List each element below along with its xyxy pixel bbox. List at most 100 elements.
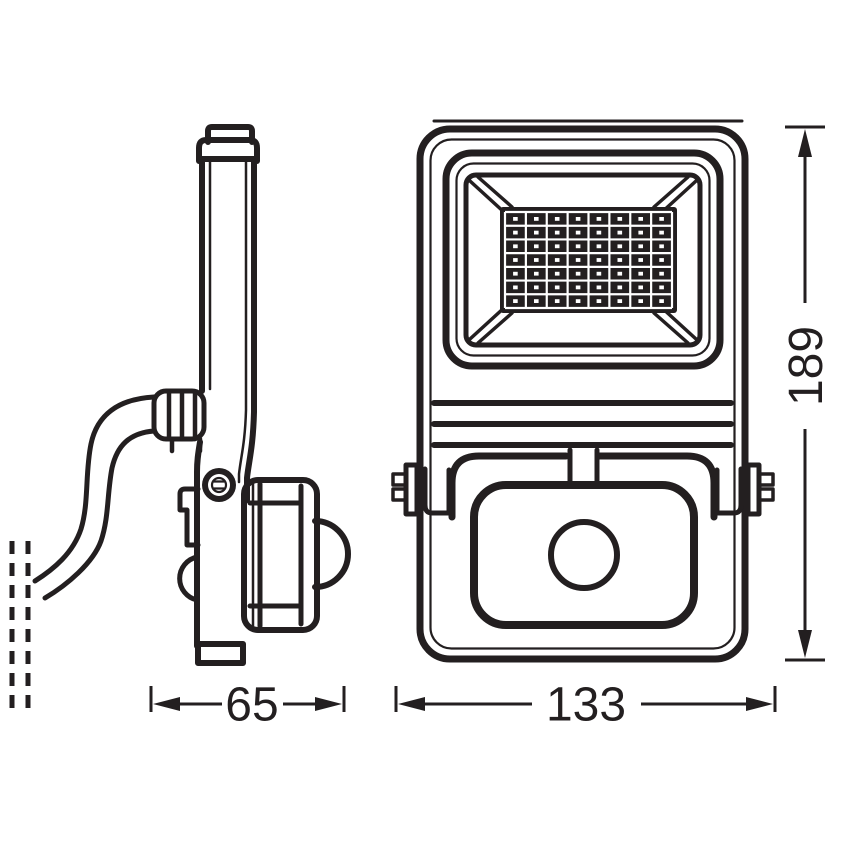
sensor-dome-side [312,518,351,590]
led-chip [659,244,664,249]
led-chip [534,258,539,262]
led-chip [554,230,560,235]
led-chip [513,230,518,235]
led-chip [513,217,518,221]
led-chip [659,271,664,276]
led-chip [638,299,643,303]
led-chip [659,299,664,303]
side-view [9,124,351,714]
led-chip [575,230,581,235]
led-chip [596,217,602,221]
led-chip [554,244,560,249]
body-outline [416,125,749,663]
sensor-face [470,481,698,629]
sensor-stem [567,447,600,488]
led-chip [638,258,643,262]
led-chip [659,258,664,262]
led-chip [534,271,539,276]
hinge-dome-left [177,554,200,603]
cable-gland-ribs [166,390,203,454]
arrow-left [153,697,180,711]
led-chip [554,258,560,262]
arrow-right [746,697,773,711]
pivot-screw [202,468,236,502]
sensor-housing-side-lines [247,481,304,629]
led-chip [534,244,539,249]
cable-gland [151,388,207,442]
side-lamp-inner-lines [208,159,248,484]
led-chip [575,244,581,249]
led-chip [575,271,581,276]
reflector-corner-diagonals [468,175,698,345]
led-chip [534,299,539,303]
led-chip [513,299,518,303]
led-chip [596,230,602,235]
led-chip [638,230,643,235]
led-chip [534,230,539,235]
led-chip [596,285,602,290]
power-cable [32,394,157,601]
led-chip [659,230,664,235]
led-chip [554,217,560,221]
body-outline-inner [429,138,736,650]
ear-screws [391,472,775,502]
led-chip [617,299,623,303]
head-frame [442,149,724,370]
arrow-down [798,630,812,658]
sensor-bracket [448,452,718,521]
led-chip [638,285,643,290]
bracket-foot [195,641,246,666]
mounting-ears [403,462,762,517]
wall-bracket-plate [177,486,201,548]
led-chip [596,271,602,276]
dimension-side-depth: 65 [149,679,346,732]
led-chip [659,217,664,221]
reflector-frame [463,172,703,348]
dimension-value-side-depth: 65 [225,679,278,732]
led-chip [575,217,581,221]
dimension-lines [149,686,346,712]
led-chip [617,244,623,249]
led-chip [638,244,643,249]
arrow-up [798,129,812,157]
dimension-front-height: 189 [780,125,833,662]
sensor-housing-side [241,477,320,633]
pivot-screw-slot [212,480,226,490]
led-chip [617,217,623,221]
led-chip [534,285,539,290]
arrow-right [315,697,342,711]
led-chip [554,271,560,276]
dimension-value-front-height: 189 [780,326,833,406]
led-chip [659,285,664,290]
led-chip [596,299,602,303]
heatsink-fins [431,400,734,448]
led-chip [554,299,560,303]
pir-lens [548,519,620,591]
led-chip [513,244,518,249]
led-chip [575,299,581,303]
head-frame-inner [455,162,711,357]
led-chip [554,285,560,290]
dimension-value-front-width: 133 [546,679,626,732]
led-chip [596,244,602,249]
led-chip [617,258,623,262]
led-chip [617,230,623,235]
side-lamp-outline [194,124,260,649]
led-chip [638,271,643,276]
led-chip [617,271,623,276]
arrow-left [398,697,425,711]
led-chip [513,258,518,262]
led-grid [503,210,674,310]
dimension-front-width: 133 [394,679,777,732]
led-chip [575,258,581,262]
dimension-lines [785,125,825,662]
front-view [391,119,775,663]
led-chip [534,217,539,221]
led-chip [575,285,581,290]
led-chip [638,217,643,221]
led-chip [513,271,518,276]
led-chip [513,285,518,290]
led-chip [617,285,623,290]
